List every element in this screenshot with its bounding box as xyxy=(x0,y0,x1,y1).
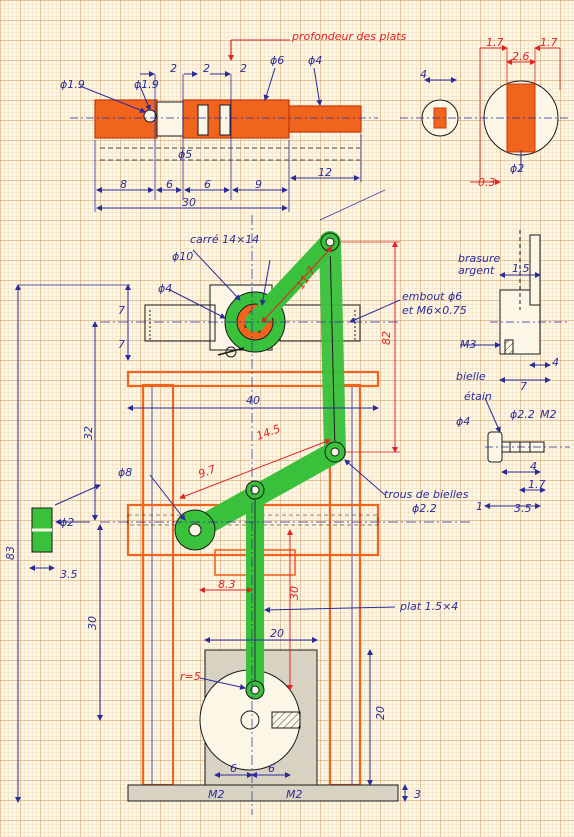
label-carre: carré 14×14 xyxy=(190,233,259,246)
label-trous1: trous de bielles xyxy=(384,488,469,501)
crankshaft-top-view xyxy=(70,39,378,212)
right-details xyxy=(460,230,570,509)
label-d26: 2.6 xyxy=(512,50,530,63)
label-phi8: ϕ8 xyxy=(118,466,132,479)
label-trous2: ϕ2.2 xyxy=(412,502,437,515)
label-d83: 83 xyxy=(4,546,17,560)
label-brasure2: argent xyxy=(458,264,495,277)
label-phi19-mid: ϕ1.9 xyxy=(134,78,159,91)
label-phi19-left: ϕ1.9 xyxy=(60,78,85,91)
label-phi5: ϕ5 xyxy=(178,148,192,161)
label-phi4-mid: ϕ4 xyxy=(158,282,172,295)
label-d6d: 6 xyxy=(268,762,275,775)
label-d97: 9.7 xyxy=(197,463,218,481)
label-phi10: ϕ10 xyxy=(172,250,193,263)
label-d20b: 20 xyxy=(374,706,387,720)
label-d7a: 7 xyxy=(118,304,125,317)
label-m2-right: M2 xyxy=(540,408,557,421)
label-phi2-left: ϕ2 xyxy=(60,516,74,529)
label-plat: plat 1.5×4 xyxy=(399,600,458,613)
engine-front-view xyxy=(15,189,470,815)
label-d2a: 2 xyxy=(170,62,177,75)
label-d3: 3 xyxy=(414,788,421,801)
label-d17b: 1.7 xyxy=(540,36,558,49)
label-d32: 32 xyxy=(82,426,95,440)
label-d30-top: 30 xyxy=(182,196,196,209)
label-d30-red: 30 xyxy=(288,586,301,600)
label-d7b: 7 xyxy=(118,338,125,351)
label-etain: étain xyxy=(464,390,492,403)
label-d40: 40 xyxy=(246,394,260,407)
label-phi2-top: ϕ2 xyxy=(510,162,524,175)
label-d4-right: 4 xyxy=(552,356,559,369)
crank-end-views xyxy=(400,45,570,185)
label-d145: 14.5 xyxy=(255,422,282,443)
label-d9: 9 xyxy=(255,178,262,191)
label-embout1: embout ϕ6 xyxy=(402,290,462,303)
label-d15: 1.5 xyxy=(512,262,530,275)
label-d17a: 1.7 xyxy=(486,36,504,49)
label-m2a: M2 xyxy=(208,788,225,801)
label-d82: 82 xyxy=(380,331,393,345)
label-d30-side: 30 xyxy=(86,616,99,630)
label-d35-right: 3.5 xyxy=(514,502,532,515)
label-d1: 1 xyxy=(476,500,483,513)
left-detail xyxy=(29,484,101,571)
label-d2c: 2 xyxy=(240,62,247,75)
label-phi4-top: ϕ4 xyxy=(308,54,322,67)
label-d03: 0.3 xyxy=(478,176,496,189)
label-phi6: ϕ6 xyxy=(270,54,284,67)
label-depth: profondeur des plats xyxy=(291,30,407,43)
label-d20a: 20 xyxy=(270,627,284,640)
label-d2b: 2 xyxy=(203,62,210,75)
label-m2b: M2 xyxy=(286,788,303,801)
label-r5: r=5 xyxy=(180,670,201,683)
label-d83b: 8.3 xyxy=(218,578,236,591)
label-brasure1: brasure xyxy=(458,252,500,265)
label-d17-right: 1.7 xyxy=(528,478,546,491)
label-d35-left: 3.5 xyxy=(60,568,78,581)
label-d4-small: 4 xyxy=(420,68,427,81)
label-bielle: bielle xyxy=(456,370,486,383)
label-d8: 8 xyxy=(120,178,127,191)
label-d6a: 6 xyxy=(166,178,173,191)
label-d7-right: 7 xyxy=(520,380,527,393)
label-embout2: et M6×0.75 xyxy=(402,304,467,317)
label-phi4-right: ϕ4 xyxy=(456,415,470,428)
label-d6b: 6 xyxy=(204,178,211,191)
label-d6c: 6 xyxy=(230,762,237,775)
label-d12: 12 xyxy=(318,166,332,179)
label-m3: M3 xyxy=(460,338,477,351)
label-phi22: ϕ2.2 xyxy=(510,408,535,421)
label-d4-right2: 4 xyxy=(530,460,537,473)
